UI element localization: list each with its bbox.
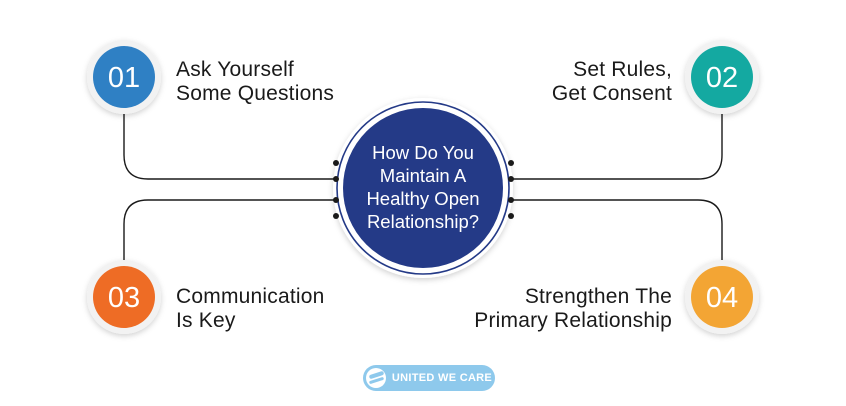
center-circle xyxy=(343,108,503,268)
connector-01 xyxy=(123,114,336,180)
center-line: Relationship? xyxy=(366,211,480,232)
connector-04 xyxy=(511,199,723,260)
step-number: 02 xyxy=(706,62,738,94)
dot xyxy=(333,197,339,203)
step-badge-03: 03 xyxy=(87,260,161,334)
center-line: Healthy Open xyxy=(366,188,480,209)
step-label-04: Strengthen The Primary Relationship xyxy=(474,285,672,333)
step-label-line: Primary Relationship xyxy=(474,309,672,332)
brand-badge: UNITED WE CARE xyxy=(363,365,495,391)
connector-03 xyxy=(123,199,336,260)
step-label-line: Set Rules, xyxy=(573,58,672,81)
step-number: 01 xyxy=(108,62,140,94)
step-label-line: Is Key xyxy=(176,309,236,332)
dot xyxy=(333,160,339,166)
center-line: How Do You xyxy=(372,142,474,163)
badge-fill xyxy=(691,266,753,328)
badge-fill xyxy=(93,46,155,108)
step-label-line: Strengthen The xyxy=(524,285,672,308)
step-number: 03 xyxy=(108,282,140,314)
step-label-03: Communication Is Key xyxy=(176,285,325,333)
connector-dots xyxy=(333,160,514,219)
dot xyxy=(508,160,514,166)
step-label-line: Communication xyxy=(176,285,325,308)
center-line: Maintain A xyxy=(379,165,467,186)
step-badge-04: 04 xyxy=(685,260,759,334)
brand-name: UNITED WE CARE xyxy=(391,372,493,384)
step-label-line: Ask Yourself xyxy=(176,58,294,81)
center-question: How Do You Maintain A Healthy Open Relat… xyxy=(343,141,503,233)
badge-fill xyxy=(93,266,155,328)
step-label-line: Some Questions xyxy=(176,82,335,105)
dot xyxy=(333,213,339,219)
step-label-01: Ask Yourself Some Questions xyxy=(176,58,334,106)
globe-swoosh-icon xyxy=(365,368,386,388)
dot xyxy=(508,197,514,203)
dot xyxy=(333,176,339,182)
dot xyxy=(508,176,514,182)
step-badge-02: 02 xyxy=(685,40,759,114)
step-label-line: Get Consent xyxy=(551,82,672,105)
step-badge-01: 01 xyxy=(87,40,161,114)
step-label-02: Set Rules, Get Consent xyxy=(552,58,672,106)
dot xyxy=(508,213,514,219)
step-number: 04 xyxy=(706,282,738,314)
connector-02 xyxy=(511,114,723,180)
center-ring-stroke xyxy=(336,101,510,275)
badge-fill xyxy=(691,46,753,108)
